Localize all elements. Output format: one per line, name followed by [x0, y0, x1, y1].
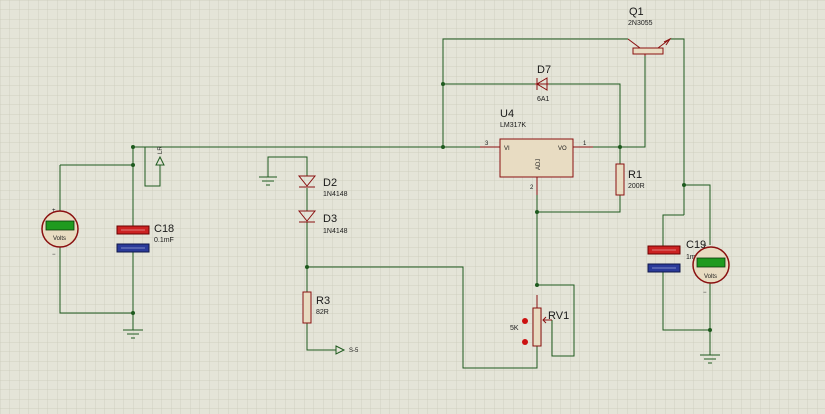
- voltmeter-left-plus: +: [52, 208, 56, 214]
- terminal-input[interactable]: LR: [155, 146, 165, 166]
- voltmeter-left[interactable]: Volts + −: [41, 208, 79, 258]
- voltmeter-right-display: [696, 257, 726, 268]
- diode-d7[interactable]: D7 6A1: [535, 64, 551, 103]
- voltmeter-right-unit: Volts: [704, 274, 717, 280]
- wire-vm-left-top: [59, 164, 133, 211]
- wire-rv1-top: [537, 284, 575, 357]
- transistor-q1[interactable]: Q1 2N3055: [627, 6, 672, 56]
- u4-value: LM317K: [500, 122, 526, 129]
- rv1-decrement-button[interactable]: [522, 339, 528, 345]
- q1-ref: Q1: [629, 6, 644, 18]
- d3-value: 1N4148: [323, 228, 348, 235]
- wires: [59, 38, 711, 369]
- u4-label-adj: ADJ: [536, 159, 542, 170]
- u4-pin-out-number: 1: [583, 141, 587, 147]
- wire-q1-collector: [442, 38, 628, 147]
- diode-d2[interactable]: D2 1N4148: [297, 175, 348, 198]
- rv1-increment-button[interactable]: [522, 318, 528, 324]
- u4-label-vi: VI: [504, 146, 510, 152]
- capacitor-c18[interactable]: C18 0.1mF: [116, 223, 174, 253]
- u4-ref: U4: [500, 108, 514, 120]
- c19-ref: C19: [686, 239, 706, 251]
- rv1-value: 5K: [510, 325, 519, 332]
- r3-ref: R3: [316, 295, 330, 307]
- wire-q1-emitter: [670, 38, 685, 215]
- junctions: [131, 82, 712, 332]
- ground-symbol-diodes: [259, 157, 277, 186]
- u4-pin-in-number: 3: [485, 141, 489, 147]
- wire-c19-top: [662, 214, 684, 246]
- terminal-output[interactable]: S-5: [335, 345, 359, 355]
- wire-r1-bottom: [537, 195, 621, 213]
- wire-output-rail: [684, 184, 711, 245]
- diode-d3[interactable]: D3 1N4148: [297, 210, 348, 235]
- d2-ref: D2: [323, 177, 337, 189]
- potentiometer-rv1[interactable]: RV1 5K: [510, 295, 569, 347]
- voltmeter-right[interactable]: Volts + −: [692, 244, 730, 296]
- r1-value: 200R: [628, 183, 645, 190]
- c18-ref: C18: [154, 223, 174, 235]
- voltmeter-left-minus: −: [52, 252, 56, 258]
- u4-pin-adj-number: 2: [530, 185, 534, 191]
- voltmeter-left-unit: Volts: [53, 236, 66, 242]
- resistor-r3[interactable]: R3 82R: [302, 291, 330, 324]
- r3-value: 82R: [316, 309, 329, 316]
- wire-vm-left-bottom: [59, 247, 133, 314]
- ground-symbol-output: [700, 354, 720, 364]
- regulator-u4[interactable]: U4 LM317K 3 1 2 VI VO ADJ: [480, 108, 593, 195]
- u4-label-vo: VO: [558, 146, 567, 152]
- d3-ref: D3: [323, 213, 337, 225]
- voltmeter-right-plus: +: [703, 244, 707, 250]
- wire-terminal-lr: [144, 147, 161, 187]
- terminal-input-label: LR: [158, 146, 164, 154]
- capacitor-c19[interactable]: C19 1mF: [647, 239, 706, 273]
- q1-value: 2N3055: [628, 20, 653, 27]
- rv1-ref: RV1: [548, 310, 569, 322]
- voltmeter-right-minus: −: [703, 290, 707, 296]
- d7-value: 6A1: [537, 96, 550, 103]
- r1-ref: R1: [628, 169, 642, 181]
- ground-symbol-c18: [123, 329, 143, 339]
- d7-ref: D7: [537, 64, 551, 76]
- wire-c19-bottom: [662, 272, 710, 331]
- wire-node-r3-rv1: [307, 266, 538, 369]
- d2-value: 1N4148: [323, 191, 348, 198]
- resistor-r1[interactable]: R1 200R: [615, 163, 645, 196]
- wire-d7-right: [549, 83, 621, 147]
- c18-value: 0.1mF: [154, 237, 174, 244]
- terminal-output-label: S-5: [349, 348, 359, 354]
- wire-r3-bottom: [306, 323, 336, 351]
- wire-u4-out: [573, 56, 646, 148]
- voltmeter-left-display: [45, 220, 75, 231]
- c19-value: 1mF: [686, 254, 700, 261]
